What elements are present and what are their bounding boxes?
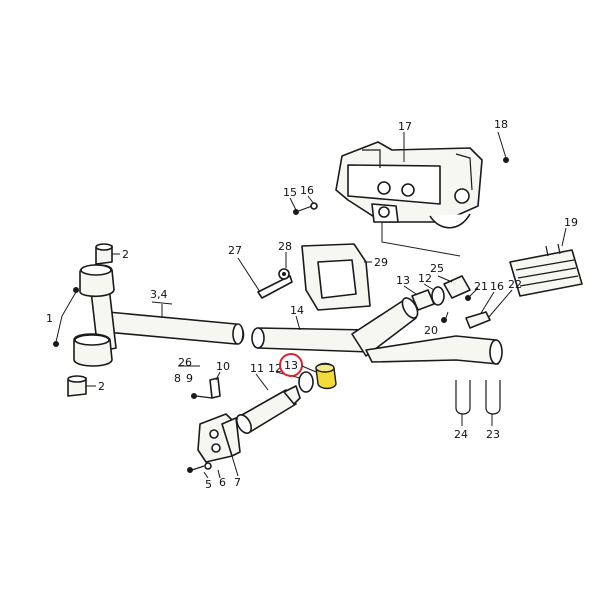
callout-2-top: 2 bbox=[122, 248, 129, 261]
callout-26: 26 bbox=[178, 356, 192, 369]
callout-24: 24 bbox=[454, 428, 468, 441]
highlight-ring bbox=[279, 353, 303, 377]
callout-10: 10 bbox=[216, 360, 230, 373]
callout-17: 17 bbox=[398, 120, 412, 133]
callout-29: 29 bbox=[374, 256, 388, 269]
axle-3-4: 3,4 bbox=[73, 264, 245, 367]
bolt-15-16: 15 16 bbox=[283, 184, 318, 215]
plate-19: 19 bbox=[509, 216, 583, 297]
callout-6: 6 bbox=[219, 476, 226, 489]
bushing-2-top: 2 bbox=[95, 243, 129, 265]
callout-16-right: 16 bbox=[490, 280, 504, 293]
pin-11: 11 bbox=[235, 362, 301, 434]
callout-28: 28 bbox=[278, 240, 292, 253]
u-bolt-23: 23 bbox=[485, 380, 501, 441]
fittings-1: 1 bbox=[46, 287, 79, 347]
callout-21: 21 bbox=[474, 280, 488, 293]
callout-12-lower: 12 bbox=[268, 362, 282, 375]
bracket-frame: 17 bbox=[335, 120, 483, 229]
washer-12-lower: 12 bbox=[268, 362, 314, 393]
u-bolt-24: 24 bbox=[454, 380, 471, 441]
bolt-8-9-10: 26 8 9 10 bbox=[174, 356, 230, 399]
callout-15: 15 bbox=[283, 186, 297, 199]
callout-3-4: 3,4 bbox=[150, 288, 168, 301]
callout-18: 18 bbox=[494, 118, 508, 131]
bracket-7: 7 bbox=[197, 413, 241, 489]
callout-11: 11 bbox=[250, 362, 264, 375]
callout-1: 1 bbox=[46, 312, 53, 325]
bushing-13-upper: 13 bbox=[396, 274, 435, 311]
tube-14: 14 bbox=[251, 304, 371, 353]
washer-12-upper: 12 bbox=[418, 272, 445, 306]
callout-13-lower: 13 bbox=[284, 359, 298, 372]
callout-5: 5 bbox=[205, 478, 212, 491]
parts-20-22: 21 16 22 20 bbox=[424, 278, 522, 337]
block-29: 29 bbox=[301, 243, 388, 311]
callout-12-upper: 12 bbox=[418, 272, 432, 285]
callout-14: 14 bbox=[290, 304, 304, 317]
bolt-18: 18 bbox=[494, 118, 509, 163]
callout-27: 27 bbox=[228, 244, 242, 257]
washer-28: 28 bbox=[278, 240, 292, 280]
callout-2-bottom: 2 bbox=[98, 380, 105, 393]
tube-right bbox=[351, 297, 503, 365]
callout-20: 20 bbox=[424, 324, 438, 337]
bolts-5-6: 5 6 bbox=[187, 462, 226, 491]
callout-13-upper: 13 bbox=[396, 274, 410, 287]
callout-7: 7 bbox=[234, 476, 241, 489]
bushing-2-bottom: 2 bbox=[67, 375, 105, 397]
callout-23: 23 bbox=[486, 428, 500, 441]
callout-16: 16 bbox=[300, 184, 314, 197]
callout-9: 9 bbox=[186, 372, 193, 385]
bolt-27: 27 bbox=[228, 244, 293, 299]
bushing-25: 25 bbox=[430, 262, 471, 299]
bushing-13-highlighted bbox=[315, 362, 337, 390]
callout-8: 8 bbox=[174, 372, 181, 385]
callout-22: 22 bbox=[508, 278, 522, 291]
callout-19: 19 bbox=[564, 216, 578, 229]
callout-25: 25 bbox=[430, 262, 444, 275]
highlight-callout-13: 13 bbox=[279, 353, 317, 377]
